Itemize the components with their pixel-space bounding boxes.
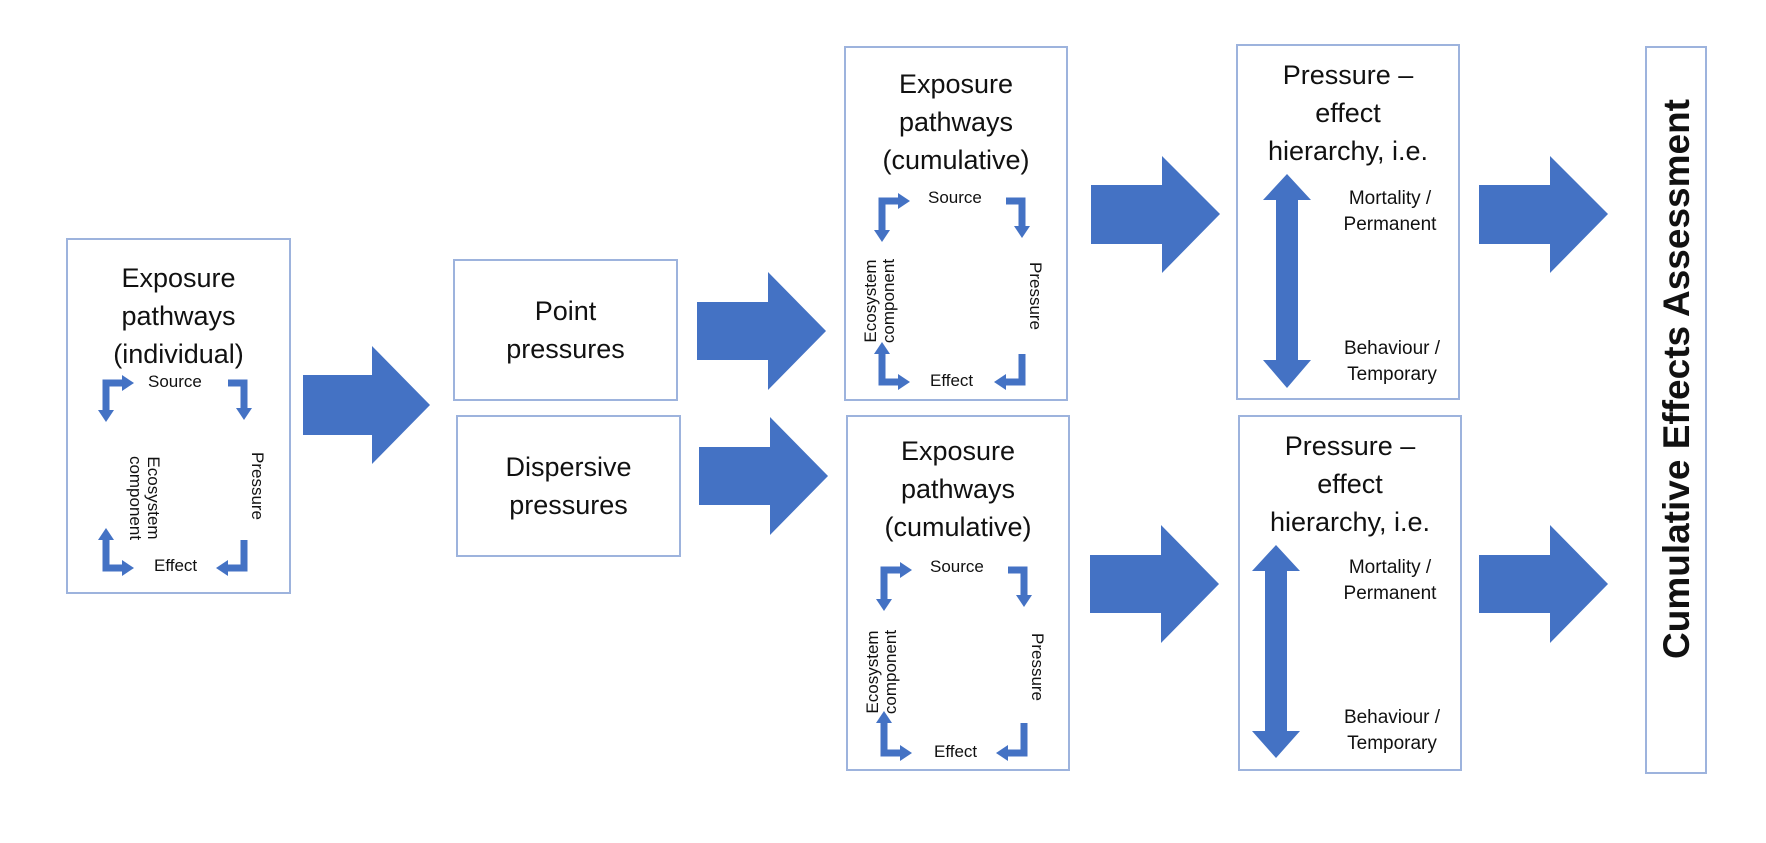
cumulative-pathways-title-bottom: Exposure pathways (cumulative): [884, 436, 1032, 542]
cycle-arrowhead: [898, 374, 910, 390]
cycle-arrowhead: [874, 342, 890, 354]
cycle-arrowhead: [236, 408, 252, 420]
cycle-arrowhead: [122, 375, 134, 391]
point-pressures-label: Point pressures: [506, 296, 625, 364]
cycle-arrowhead: [1016, 595, 1032, 607]
cycle-arrowhead: [898, 193, 910, 209]
cycle-arrowhead: [994, 374, 1006, 390]
arrow-individual-to-pressures: [303, 346, 430, 464]
arrow-point-to-cumulative: [697, 272, 826, 390]
dispersive-pressures-label: Dispersive pressures: [505, 452, 632, 520]
cumulative-pathways-box-top: Exposure pathways (cumulative) Source Pr…: [844, 46, 1068, 401]
cycle-arrowhead: [900, 562, 912, 578]
cycle-arrowhead: [900, 745, 912, 761]
cycle-arrowhead: [1014, 226, 1030, 238]
assessment-label: Cumulative Effects Assessment: [1656, 98, 1697, 659]
cycle-arrowhead: [876, 711, 892, 723]
cycle-arrowhead: [996, 745, 1008, 761]
individual-cycle-arrows: [98, 375, 252, 576]
arrow-dispersive-to-cumulative: [699, 417, 828, 535]
cycle-source-label: Source: [930, 557, 984, 576]
cycle-effect-label: Effect: [934, 742, 978, 761]
cycle-arrowhead: [874, 230, 890, 242]
arrow-hierarchy-bottom-to-assessment: [1479, 525, 1608, 643]
hierarchy-box-bottom: Pressure – effect hierarchy, i.e. Mortal…: [1238, 415, 1462, 771]
cycle-source-label: Source: [928, 188, 982, 207]
cycle-source-label: Source: [148, 372, 202, 391]
dispersive-pressures-box: Dispersive pressures: [456, 415, 681, 557]
hierarchy-lower-label-bottom: Behaviour / Temporary: [1343, 707, 1441, 754]
hierarchy-upper-label-bottom: Mortality / Permanent: [1343, 557, 1437, 604]
hierarchy-title-top: Pressure – effect hierarchy, i.e.: [1267, 60, 1429, 166]
arrow-cumulative-to-hierarchy-top: [1091, 156, 1220, 273]
cycle-effect-label: Effect: [154, 556, 198, 575]
arrow-cumulative-to-hierarchy-bottom: [1090, 525, 1219, 643]
cumulative-cycle-arrows-top: [874, 193, 1030, 390]
cycle-effect-label: Effect: [930, 371, 974, 390]
point-pressures-box: Point pressures: [453, 259, 678, 401]
hierarchy-upper-label-top: Mortality / Permanent: [1343, 188, 1437, 235]
hierarchy-box-top: Pressure – effect hierarchy, i.e. Mortal…: [1236, 44, 1460, 400]
hierarchy-title-bottom: Pressure – effect hierarchy, i.e.: [1269, 431, 1431, 537]
hierarchy-lower-label-top: Behaviour / Temporary: [1343, 338, 1441, 385]
cycle-arrowhead: [98, 410, 114, 422]
individual-pathways-box: Exposure pathways (individual) Source Pr…: [66, 238, 291, 594]
cycle-arrowhead: [216, 560, 228, 576]
cumulative-pathways-title-top: Exposure pathways (cumulative): [882, 69, 1030, 175]
cycle-arrowhead: [122, 560, 134, 576]
cumulative-cycle-arrows-bottom: [876, 562, 1032, 761]
cycle-arrowhead: [98, 528, 114, 540]
arrow-hierarchy-top-to-assessment: [1479, 156, 1608, 273]
assessment-box: Cumulative Effects Assessment: [1645, 46, 1707, 774]
individual-pathways-title: Exposure pathways (individual): [113, 263, 244, 369]
cycle-arrowhead: [876, 599, 892, 611]
double-arrow-icon: [1252, 545, 1300, 758]
double-arrow-icon: [1263, 174, 1311, 388]
cumulative-pathways-box-bottom: Exposure pathways (cumulative) Source Pr…: [846, 415, 1070, 771]
